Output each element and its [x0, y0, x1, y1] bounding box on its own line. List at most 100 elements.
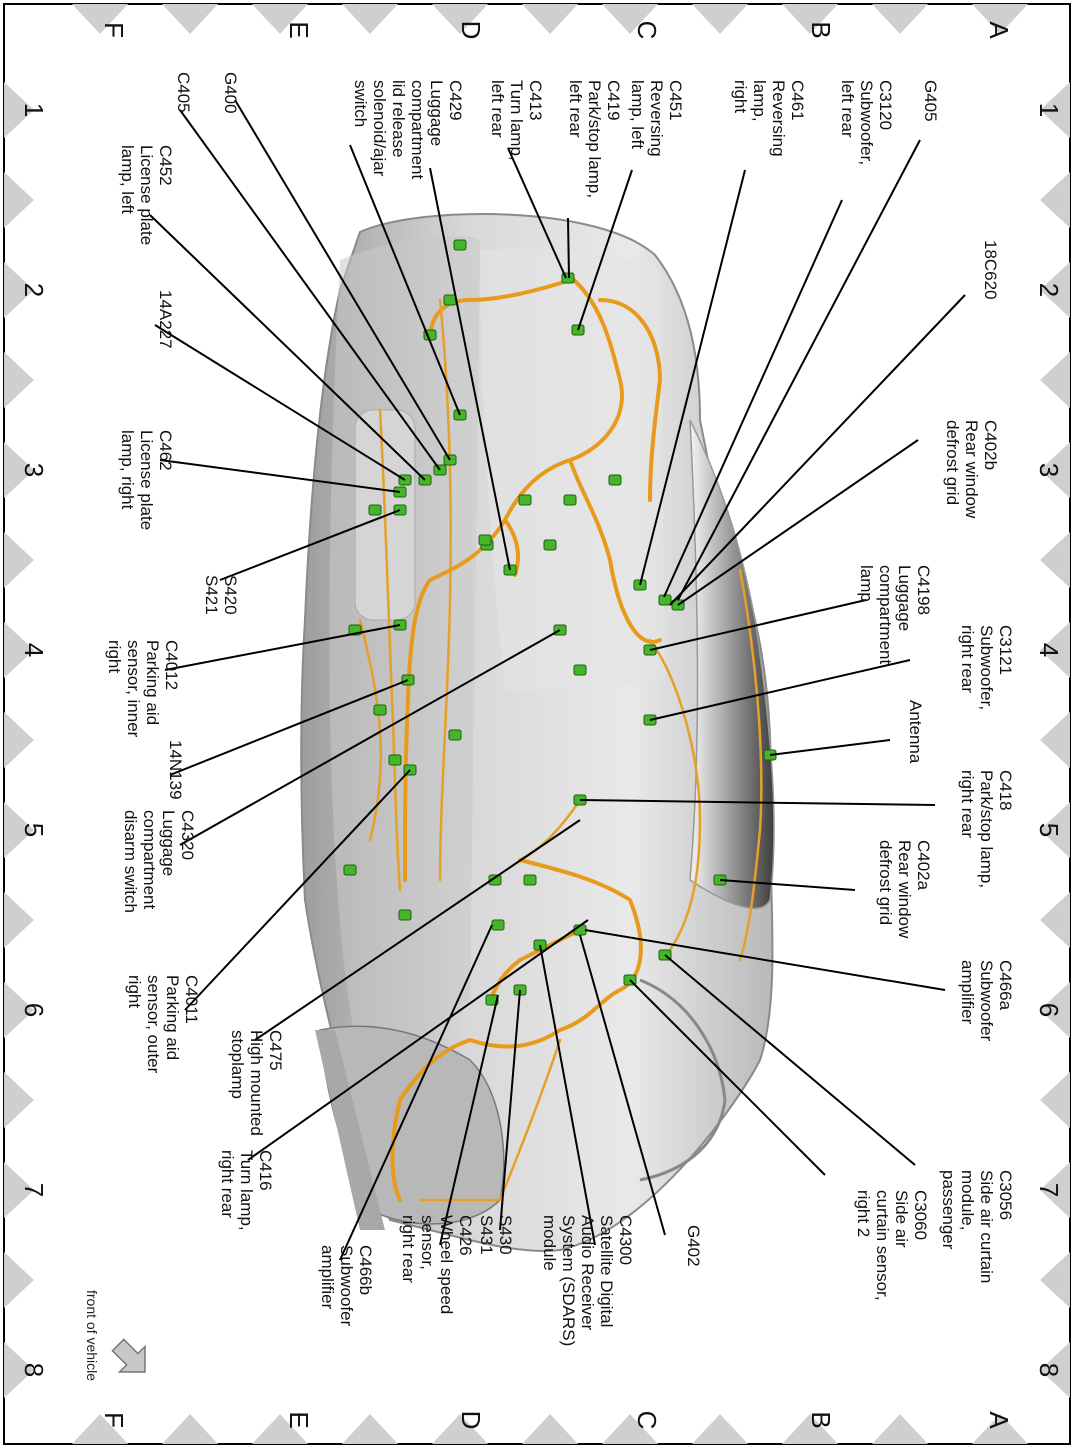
label-line: curtain sensor, [873, 1190, 892, 1301]
label-line: Park/stop lamp, [977, 770, 996, 888]
label-c3060: C3060Side aircurtain sensor,right 2 [854, 1190, 930, 1301]
grid-letter-bottom: C [632, 1411, 662, 1430]
label-line: sensor, inner [124, 640, 143, 738]
grid-tick [1040, 352, 1070, 408]
label-line: C451 [666, 80, 685, 121]
grid-tick [782, 4, 838, 34]
label-c3121: C3121Subwoofer,right rear [958, 625, 1015, 710]
grid-number-right: 6 [1034, 1003, 1064, 1017]
label-line: C4320 [178, 810, 197, 860]
grid-tick [972, 1414, 1028, 1444]
connector-marker [563, 494, 577, 506]
label-line: G405 [921, 80, 940, 122]
connector-marker [388, 754, 402, 766]
connector-marker [368, 504, 382, 516]
label-line: right rear [958, 770, 977, 838]
grid-tick [4, 532, 34, 588]
grid-tick [4, 352, 34, 408]
grid-tick [4, 442, 34, 498]
connector-marker [488, 874, 502, 886]
grid-ticks [4, 4, 1070, 1444]
grid-number-left: 2 [19, 283, 49, 297]
grid-letter-bottom: A [984, 1411, 1014, 1429]
grid-tick [72, 1414, 128, 1444]
label-line: passenger [939, 1170, 958, 1250]
grid-tick [252, 1414, 308, 1444]
label-line: lid release [389, 80, 408, 158]
label-line: lamp, left [118, 145, 137, 214]
label-line: left rear [566, 80, 585, 138]
label-c3056: C3056Side air curtainmodule,passenger [939, 1170, 1015, 1283]
grid-number-right: 8 [1034, 1363, 1064, 1377]
label-line: right [125, 975, 144, 1008]
label-line: C3121 [996, 625, 1015, 675]
label-line: Rear window [895, 840, 914, 939]
label-line: C462 [156, 430, 175, 471]
label-s420: S420S421 [202, 575, 240, 615]
label-c4300: C4300Satellite DigitalAudio ReceiverSyst… [540, 1215, 635, 1346]
label-line: C429 [446, 80, 465, 121]
label-line: C461 [788, 80, 807, 121]
label-line: compartment [408, 80, 427, 179]
grid-number-right: 7 [1034, 1183, 1064, 1197]
label-line: lamp, [750, 80, 769, 122]
grid-number-left: 4 [19, 643, 49, 657]
grid-tick [602, 1414, 658, 1444]
grid-tick [4, 1072, 34, 1128]
grid-tick [162, 1414, 218, 1444]
label-line: amplifier [318, 1245, 337, 1310]
grid-tick [972, 4, 1028, 34]
grid-number-right: 3 [1034, 463, 1064, 477]
label-line: compartment [876, 565, 895, 664]
label-c426: C426Wheel speedsensor,right rear [399, 1215, 475, 1314]
label-line: Reversing [647, 80, 666, 157]
label-line: S421 [202, 575, 221, 615]
grid-number-right: 4 [1034, 643, 1064, 657]
grid-letter-bottom: B [806, 1411, 836, 1428]
label-c402b: C402bRear windowdefrost grid [943, 420, 1000, 519]
grid-tick [782, 1414, 838, 1444]
grid-tick [1040, 622, 1070, 678]
label-c451: C451Reversinglamp, left [628, 80, 685, 157]
grid-tick [4, 1162, 34, 1218]
grid-tick [1040, 1072, 1070, 1128]
label-line: Parking aid [163, 975, 182, 1060]
label-line: Antenna [906, 700, 925, 764]
grid-tick [872, 4, 928, 34]
label-c4320: C4320Luggagecompartmentdisarm switch [121, 810, 197, 913]
grid-number-left: 7 [19, 1183, 49, 1197]
label-line: compartment [140, 810, 159, 909]
grid-tick [4, 82, 34, 138]
grid-number-left: 5 [19, 823, 49, 837]
grid-number-left: 3 [19, 463, 49, 477]
label-line: Turn lamp, [507, 80, 526, 161]
label-line: C4300 [616, 1215, 635, 1265]
grid-tick [1040, 982, 1070, 1038]
grid-tick [4, 802, 34, 858]
label-line: C466b [356, 1245, 375, 1295]
connector-marker [443, 294, 457, 306]
label-antenna: Antenna [906, 700, 925, 764]
connector-marker [543, 539, 557, 551]
front-of-vehicle-arrow-icon [111, 1338, 146, 1373]
label-s430: S430S431 [477, 1215, 515, 1255]
label-line: right rear [958, 625, 977, 693]
label-line: right rear [218, 1150, 237, 1218]
label-line: C466a [996, 960, 1015, 1011]
label-line: right 2 [854, 1190, 873, 1237]
grid-tick [692, 1414, 748, 1444]
grid-tick [432, 4, 488, 34]
label-line: C418 [996, 770, 1015, 811]
grid-tick [252, 4, 308, 34]
grid-tick [4, 1252, 34, 1308]
label-c475: C475High mountedstoplamp [228, 1030, 285, 1136]
label-line: right [105, 640, 124, 673]
label-line: C475 [266, 1030, 285, 1071]
grid-tick [4, 1342, 34, 1398]
label-line: switch [351, 80, 370, 127]
grid-tick [1040, 1342, 1070, 1398]
grid-letter-top: C [632, 21, 662, 40]
grid-letter-top: B [806, 21, 836, 38]
